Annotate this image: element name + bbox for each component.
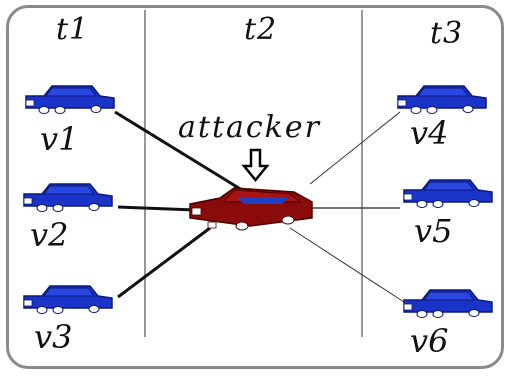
vehicle-label-v6: v6 — [410, 322, 449, 360]
vehicle-label-v5: v5 — [414, 212, 453, 250]
vehicle-v6-icon — [403, 289, 493, 319]
link-attacker-v4 — [309, 111, 401, 185]
down-arrow-icon — [241, 148, 270, 182]
attacker-label: attacker — [178, 110, 321, 145]
link-v3-attacker — [117, 226, 211, 299]
link-v2-attacker — [117, 205, 196, 212]
link-v1-attacker — [114, 110, 243, 192]
vehicle-v1-icon — [25, 85, 115, 115]
vehicle-label-v1: v1 — [40, 120, 79, 158]
zone-label-t3: t3 — [430, 16, 464, 51]
vehicle-label-v3: v3 — [34, 318, 73, 356]
zone-label-t1: t1 — [56, 12, 90, 47]
zone-label-t2: t2 — [244, 12, 278, 47]
vehicle-v3-icon — [23, 285, 113, 315]
vehicle-v5-icon — [403, 179, 493, 209]
attacker-car-icon — [189, 187, 313, 231]
vehicle-v2-icon — [23, 183, 113, 213]
vehicle-label-v2: v2 — [30, 216, 69, 254]
vehicle-label-v4: v4 — [410, 114, 449, 152]
link-attacker-v6 — [289, 227, 405, 303]
vehicle-v4-icon — [397, 85, 487, 115]
